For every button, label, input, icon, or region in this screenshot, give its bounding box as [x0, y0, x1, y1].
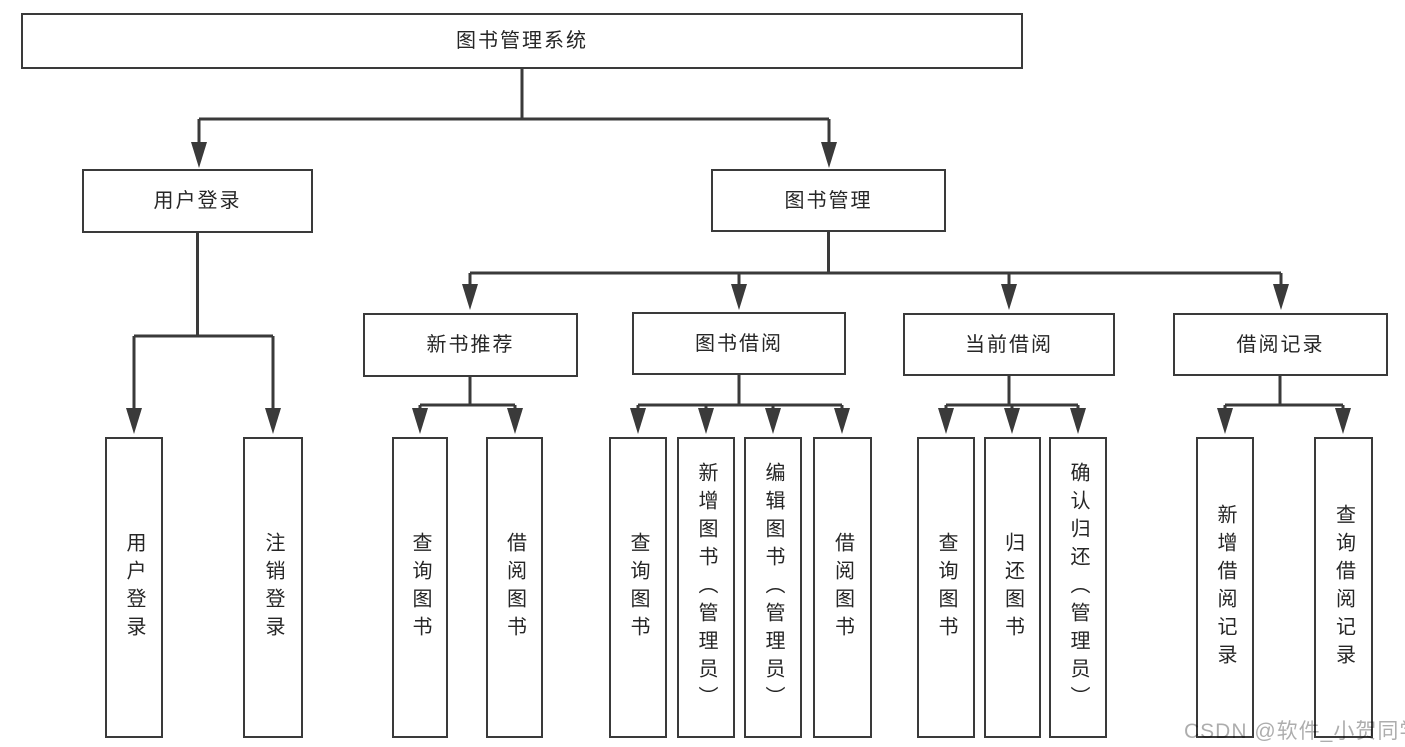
leaf-label: 确认归还（管理员）: [1067, 461, 1089, 714]
node-borrow-records: 借阅记录: [1173, 313, 1388, 376]
node-book-management: 图书管理: [711, 169, 946, 232]
leaf-borrow-books-recommend: 借阅图书: [486, 437, 543, 738]
leaf-label: 注销登录: [262, 531, 284, 644]
leaf-label: 借阅图书: [831, 531, 854, 644]
leaf-logout: 注销登录: [243, 437, 303, 738]
leaf-label: 借阅图书: [503, 531, 526, 644]
leaf-query-books-recommend: 查询图书: [392, 437, 448, 738]
leaf-confirm-return-admin: 确认归还（管理员）: [1049, 437, 1107, 738]
leaf-query-books-current: 查询图书: [917, 437, 975, 738]
node-library-management-system: 图书管理系统: [21, 13, 1023, 69]
node-label: 图书借阅: [695, 332, 783, 355]
leaf-label: 用户登录: [123, 531, 145, 644]
leaf-label: 归还图书: [1001, 531, 1024, 644]
leaf-label: 编辑图书（管理员）: [762, 461, 784, 714]
node-user-login: 用户登录: [82, 169, 313, 233]
leaf-add-books-admin: 新增图书（管理员）: [677, 437, 735, 738]
node-label: 用户登录: [153, 190, 242, 212]
arrowheads: [126, 142, 1351, 434]
node-book-borrow: 图书借阅: [632, 312, 846, 375]
leaf-return-books: 归还图书: [984, 437, 1041, 738]
leaf-label: 查询图书: [627, 531, 649, 644]
leaf-user-login: 用户登录: [105, 437, 163, 738]
leaf-borrow-books: 借阅图书: [813, 437, 872, 738]
leaf-label: 查询借阅记录: [1332, 503, 1355, 672]
csdn-watermark: CSDN @软件_小贺同学: [1184, 720, 1405, 743]
leaf-query-books-borrow: 查询图书: [609, 437, 667, 738]
leaf-edit-books-admin: 编辑图书（管理员）: [744, 437, 802, 738]
node-label: 当前借阅: [965, 333, 1053, 356]
node-new-book-recommend: 新书推荐: [363, 313, 578, 377]
leaf-label: 查询图书: [409, 531, 431, 644]
node-label: 借阅记录: [1236, 333, 1325, 356]
leaf-query-borrow-record: 查询借阅记录: [1314, 437, 1373, 738]
leaf-label: 查询图书: [935, 531, 957, 644]
node-current-borrow: 当前借阅: [903, 313, 1115, 376]
leaf-label: 新增图书（管理员）: [695, 461, 717, 714]
node-label: 新书推荐: [426, 334, 515, 356]
leaf-label: 新增借阅记录: [1214, 503, 1236, 672]
leaf-add-borrow-record: 新增借阅记录: [1196, 437, 1254, 738]
node-label: 图书管理: [784, 189, 873, 212]
node-label: 图书管理系统: [456, 30, 588, 52]
